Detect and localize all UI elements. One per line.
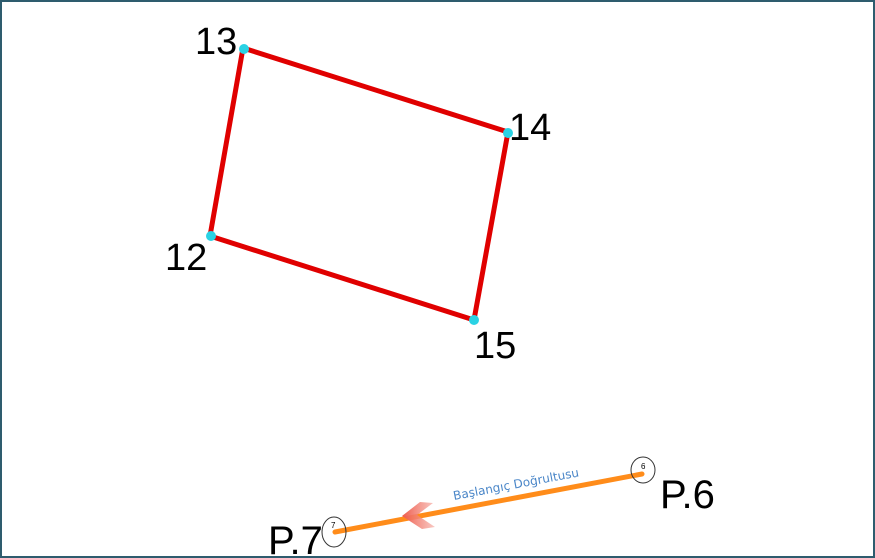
- vertex-15[interactable]: [469, 315, 479, 325]
- baseline: Başlangıç Doğrultusu: [332, 465, 645, 535]
- edge-12-13: [207, 45, 246, 239]
- parcel-vertices: [206, 44, 513, 325]
- vertex-13[interactable]: [239, 44, 249, 54]
- direction-arrow-icon: [402, 502, 435, 529]
- station-number-p6: 6: [641, 462, 646, 471]
- edge-13-14: [240, 45, 511, 135]
- corner-label-14: 14: [509, 107, 551, 149]
- parcel-boundary: [207, 45, 511, 323]
- station-label-p7: P.7: [268, 519, 323, 558]
- station-marker-p7[interactable]: [321, 516, 347, 548]
- vertex-14[interactable]: [503, 128, 513, 138]
- vertex-12[interactable]: [206, 231, 216, 241]
- station-label-p6: P.6: [660, 473, 715, 517]
- corner-label-13: 13: [195, 21, 237, 63]
- baseline-line: [332, 471, 645, 535]
- corner-label-12: 12: [165, 237, 207, 279]
- station-p6[interactable]: 6 P.6: [630, 456, 715, 517]
- edge-15-12: [207, 233, 477, 323]
- station-p7[interactable]: 7 P.7: [268, 516, 347, 558]
- station-marker-p6[interactable]: [630, 456, 656, 484]
- station-number-p7: 7: [331, 521, 336, 530]
- edge-14-15: [471, 129, 511, 323]
- corner-label-15: 15: [474, 325, 516, 367]
